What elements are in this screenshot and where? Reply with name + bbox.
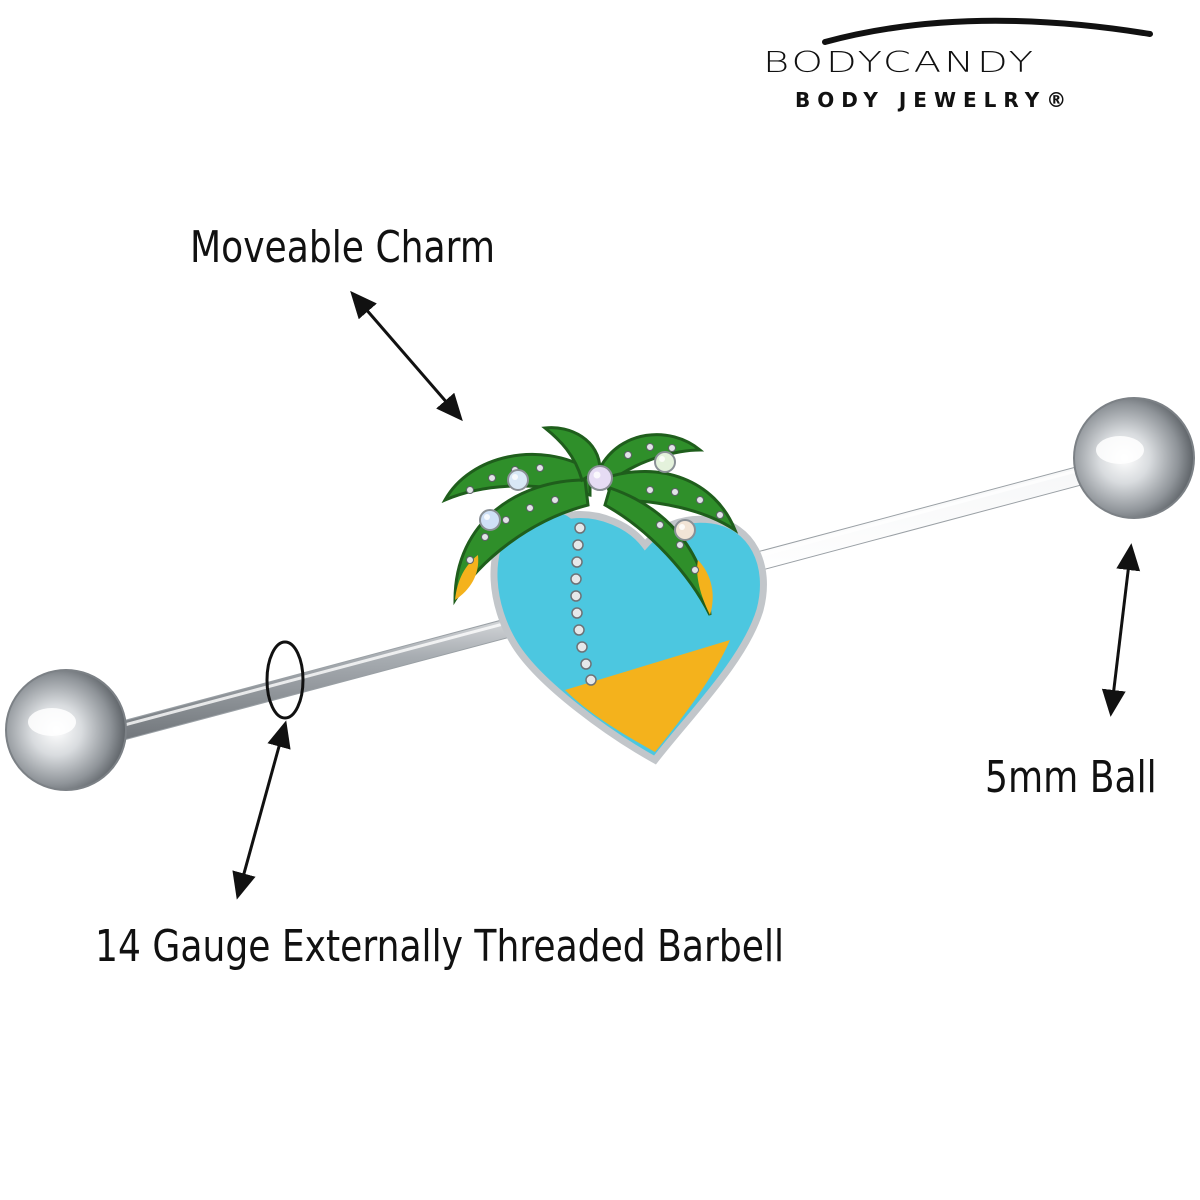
brand-logo: BODYCANDY BODY JEWELRY® — [755, 10, 1185, 110]
brand-tagline: BODY JEWELRY® — [795, 88, 1074, 112]
double-arrow-icon — [350, 290, 463, 422]
callout-barbell-gauge: 14 Gauge Externally Threaded Barbell — [95, 921, 784, 972]
gauge-ring-icon — [265, 640, 305, 720]
right-ball — [1073, 397, 1195, 519]
double-arrow-icon — [232, 720, 291, 900]
palm-heart-charm — [441, 426, 767, 765]
callout-ball-size: 5mm Ball — [985, 752, 1157, 803]
left-ball — [5, 669, 127, 791]
callout-moveable-charm: Moveable Charm — [190, 222, 495, 273]
logo-arc-icon — [822, 17, 1153, 45]
brand-name: BODYCANDY — [763, 45, 1037, 79]
double-arrow-icon — [1101, 543, 1141, 717]
